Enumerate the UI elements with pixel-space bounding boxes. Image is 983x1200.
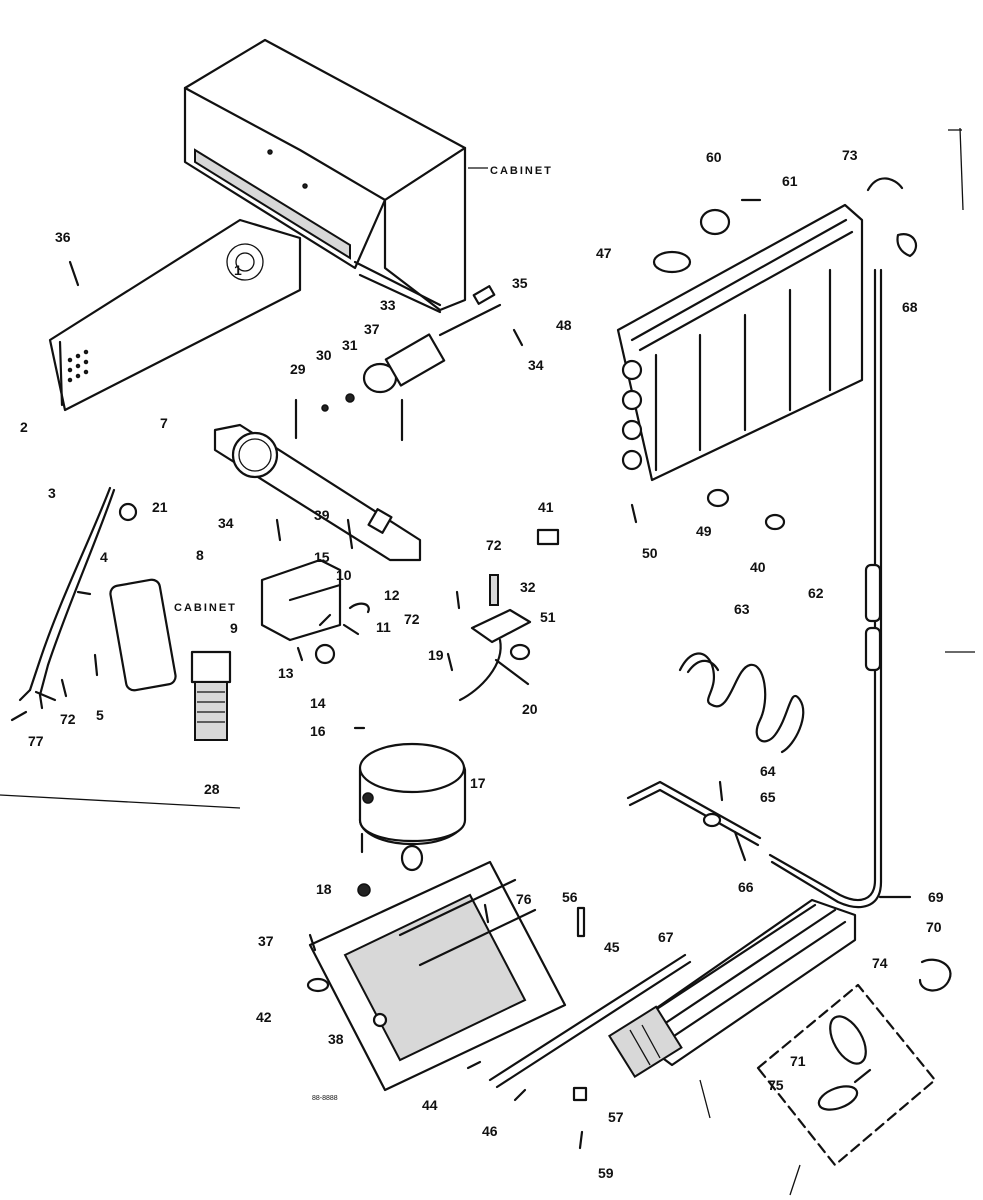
part-label-17: 17 bbox=[470, 775, 486, 791]
cabinet-label-1: CABINET bbox=[490, 165, 553, 177]
part-label-49: 49 bbox=[696, 523, 712, 539]
part-label-66: 66 bbox=[738, 879, 754, 895]
part-label-60: 60 bbox=[706, 149, 722, 165]
part-label-29: 29 bbox=[290, 361, 306, 377]
part-label-72-c: 72 bbox=[60, 711, 76, 727]
part-label-32: 32 bbox=[520, 579, 536, 595]
part-label-40: 40 bbox=[750, 559, 766, 575]
part-label-4: 4 bbox=[100, 549, 108, 565]
part-label-30: 30 bbox=[316, 347, 332, 363]
part-label-5: 5 bbox=[96, 707, 104, 723]
part-label-73: 73 bbox=[842, 147, 858, 163]
relay-block bbox=[109, 558, 370, 692]
part-label-10: 10 bbox=[336, 567, 352, 583]
part-label-46: 46 bbox=[482, 1123, 498, 1139]
cover-panel bbox=[48, 218, 302, 412]
part-label-72-b: 72 bbox=[404, 611, 420, 627]
part-label-65: 65 bbox=[760, 789, 776, 805]
part-label-20: 20 bbox=[522, 701, 538, 717]
part-label-2: 2 bbox=[20, 419, 28, 435]
part-label-37-a: 37 bbox=[364, 321, 380, 337]
wiring-harness bbox=[10, 486, 138, 722]
part-label-74: 74 bbox=[872, 955, 888, 971]
part-label-56: 56 bbox=[562, 889, 578, 905]
vent-holes bbox=[67, 349, 89, 383]
part-label-61: 61 bbox=[782, 173, 798, 189]
part-label-18: 18 bbox=[316, 881, 332, 897]
part-label-62: 62 bbox=[808, 585, 824, 601]
part-label-75: 75 bbox=[768, 1077, 784, 1093]
part-labels: CABINET CABINET 88-8888 1 2 3 4 5 7 8 9 … bbox=[20, 147, 944, 1181]
part-label-8: 8 bbox=[196, 547, 204, 563]
part-label-71: 71 bbox=[790, 1053, 806, 1069]
part-label-44: 44 bbox=[422, 1097, 438, 1113]
parts-kit-inset bbox=[756, 983, 937, 1167]
overload-unit bbox=[190, 650, 232, 741]
part-label-77: 77 bbox=[28, 733, 44, 749]
part-label-48: 48 bbox=[556, 317, 572, 333]
part-label-76: 76 bbox=[516, 891, 532, 907]
part-label-42: 42 bbox=[256, 1009, 272, 1025]
part-label-39: 39 bbox=[314, 507, 330, 523]
part-label-36: 36 bbox=[55, 229, 71, 245]
drain-assembly bbox=[466, 906, 692, 1150]
part-label-35: 35 bbox=[512, 275, 528, 291]
part-label-21: 21 bbox=[152, 499, 168, 515]
page-marks bbox=[0, 127, 975, 1196]
part-label-33: 33 bbox=[380, 297, 396, 313]
part-label-57: 57 bbox=[608, 1109, 624, 1125]
part-label-16: 16 bbox=[310, 723, 326, 739]
part-label-64: 64 bbox=[760, 763, 776, 779]
condenser bbox=[616, 177, 918, 531]
part-label-9: 9 bbox=[230, 620, 238, 636]
part-label-19: 19 bbox=[428, 647, 444, 663]
part-label-1: 1 bbox=[234, 262, 242, 278]
part-label-12: 12 bbox=[384, 587, 400, 603]
part-label-47: 47 bbox=[596, 245, 612, 261]
part-label-7: 7 bbox=[160, 415, 168, 431]
part-label-14: 14 bbox=[310, 695, 326, 711]
part-label-72-a: 72 bbox=[486, 537, 502, 553]
part-label-51: 51 bbox=[540, 609, 556, 625]
refrigerant-tubing bbox=[626, 268, 883, 909]
base-pan bbox=[306, 860, 567, 1092]
mounting-bracket bbox=[446, 528, 560, 702]
fan-motor-assembly bbox=[213, 285, 524, 562]
code-mark: 88-8888 bbox=[312, 1095, 338, 1102]
part-label-38: 38 bbox=[328, 1031, 344, 1047]
part-label-68: 68 bbox=[902, 299, 918, 315]
part-label-13: 13 bbox=[278, 665, 294, 681]
part-label-34-b: 34 bbox=[218, 515, 234, 531]
part-label-45: 45 bbox=[604, 939, 620, 955]
part-label-70: 70 bbox=[926, 919, 942, 935]
part-label-15: 15 bbox=[314, 549, 330, 565]
part-label-69: 69 bbox=[928, 889, 944, 905]
compressor bbox=[353, 726, 467, 897]
evaporator-assembly bbox=[608, 895, 952, 1079]
part-label-67: 67 bbox=[658, 929, 674, 945]
part-label-34-a: 34 bbox=[528, 357, 544, 373]
cabinet-box bbox=[183, 38, 488, 314]
part-label-59: 59 bbox=[598, 1165, 614, 1181]
cabinet-label-2: CABINET bbox=[174, 602, 237, 614]
part-label-31: 31 bbox=[342, 337, 358, 353]
part-label-11: 11 bbox=[376, 619, 391, 635]
part-label-41: 41 bbox=[538, 499, 554, 515]
part-label-28: 28 bbox=[204, 781, 220, 797]
part-label-3: 3 bbox=[48, 485, 56, 501]
part-label-50-a: 50 bbox=[642, 545, 658, 561]
part-label-37-b: 37 bbox=[258, 933, 274, 949]
part-label-63: 63 bbox=[734, 601, 750, 617]
